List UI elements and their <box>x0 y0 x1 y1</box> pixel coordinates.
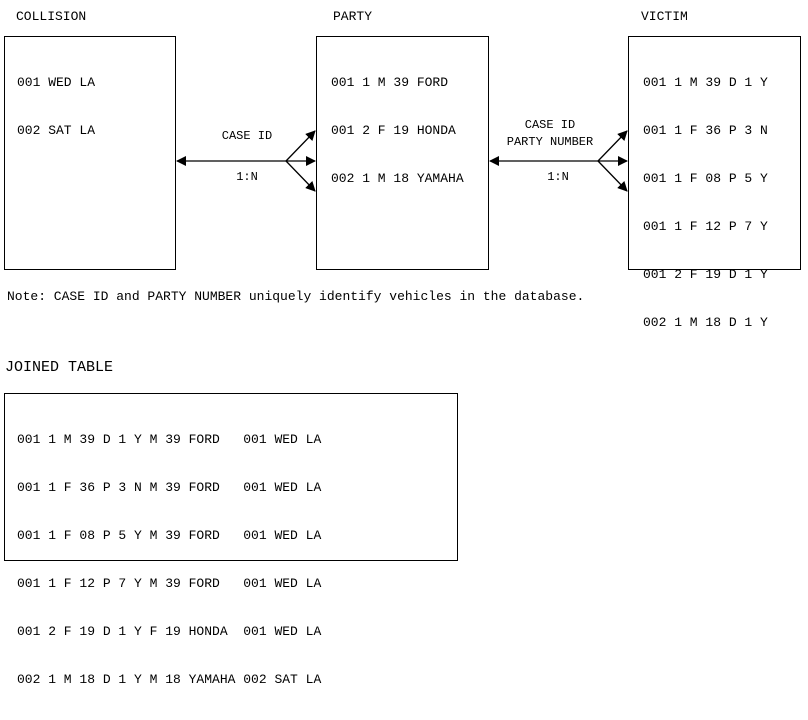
joined-row: 002 1 M 18 D 1 Y M 18 YAMAHA 002 SAT LA <box>17 672 322 687</box>
party-victim-key-line1: CASE ID <box>524 118 576 132</box>
victim-row: 001 1 F 08 P 5 Y <box>643 171 768 186</box>
victim-table: 001 1 M 39 D 1 Y 001 1 F 36 P 3 N 001 1 … <box>628 36 801 330</box>
victim-title: VICTIM <box>641 9 688 24</box>
joined-row: 001 2 F 19 D 1 Y F 19 HONDA 001 WED LA <box>17 624 322 639</box>
relationship-connectors <box>176 130 628 192</box>
victim-row: 002 1 M 18 D 1 Y <box>643 315 768 330</box>
victim-row: 001 1 F 36 P 3 N <box>643 123 768 138</box>
victim-row: 001 1 M 39 D 1 Y <box>643 75 768 90</box>
party-row: 002 1 M 18 YAMAHA <box>331 171 464 186</box>
party-victim-cardinality: 1:N <box>547 170 569 184</box>
victim-rows: 001 1 M 39 D 1 Y 001 1 F 36 P 3 N 001 1 … <box>643 43 768 363</box>
joined-row: 001 1 F 36 P 3 N M 39 FORD 001 WED LA <box>17 480 322 495</box>
collision-rows: 001 WED LA 002 SAT LA <box>17 43 95 171</box>
collision-table: 001 WED LA 002 SAT LA <box>4 36 176 270</box>
party-title: PARTY <box>333 9 373 24</box>
victim-row: 001 2 F 19 D 1 Y <box>643 267 768 282</box>
joined-table-title: JOINED TABLE <box>5 359 114 376</box>
party-victim-connector <box>489 130 628 192</box>
collision-title: COLLISION <box>16 9 87 24</box>
collision-party-connector <box>176 130 316 192</box>
party-table: 001 1 M 39 FORD 001 2 F 19 HONDA 002 1 M… <box>316 36 489 270</box>
joined-row: 001 1 F 08 P 5 Y M 39 FORD 001 WED LA <box>17 528 322 543</box>
collision-row: 002 SAT LA <box>17 123 96 138</box>
collision-row: 001 WED LA <box>17 75 96 90</box>
collision-party-key: CASE ID <box>221 129 273 143</box>
party-row: 001 2 F 19 HONDA <box>331 123 456 138</box>
joined-table: 001 1 M 39 D 1 Y M 39 FORD 001 WED LA 00… <box>4 393 458 687</box>
joined-rows: 001 1 M 39 D 1 Y M 39 FORD 001 WED LA 00… <box>17 400 321 720</box>
victim-row: 001 1 F 12 P 7 Y <box>643 219 768 234</box>
joined-row: 001 1 F 12 P 7 Y M 39 FORD 001 WED LA <box>17 576 322 591</box>
party-row: 001 1 M 39 FORD <box>331 75 449 90</box>
collision-party-cardinality: 1:N <box>236 170 258 184</box>
party-rows: 001 1 M 39 FORD 001 2 F 19 HONDA 002 1 M… <box>331 43 464 219</box>
party-victim-key-line2: PARTY NUMBER <box>506 135 594 149</box>
joined-row: 001 1 M 39 D 1 Y M 39 FORD 001 WED LA <box>17 432 322 447</box>
note-text: Note: CASE ID and PARTY NUMBER uniquely … <box>7 289 585 304</box>
